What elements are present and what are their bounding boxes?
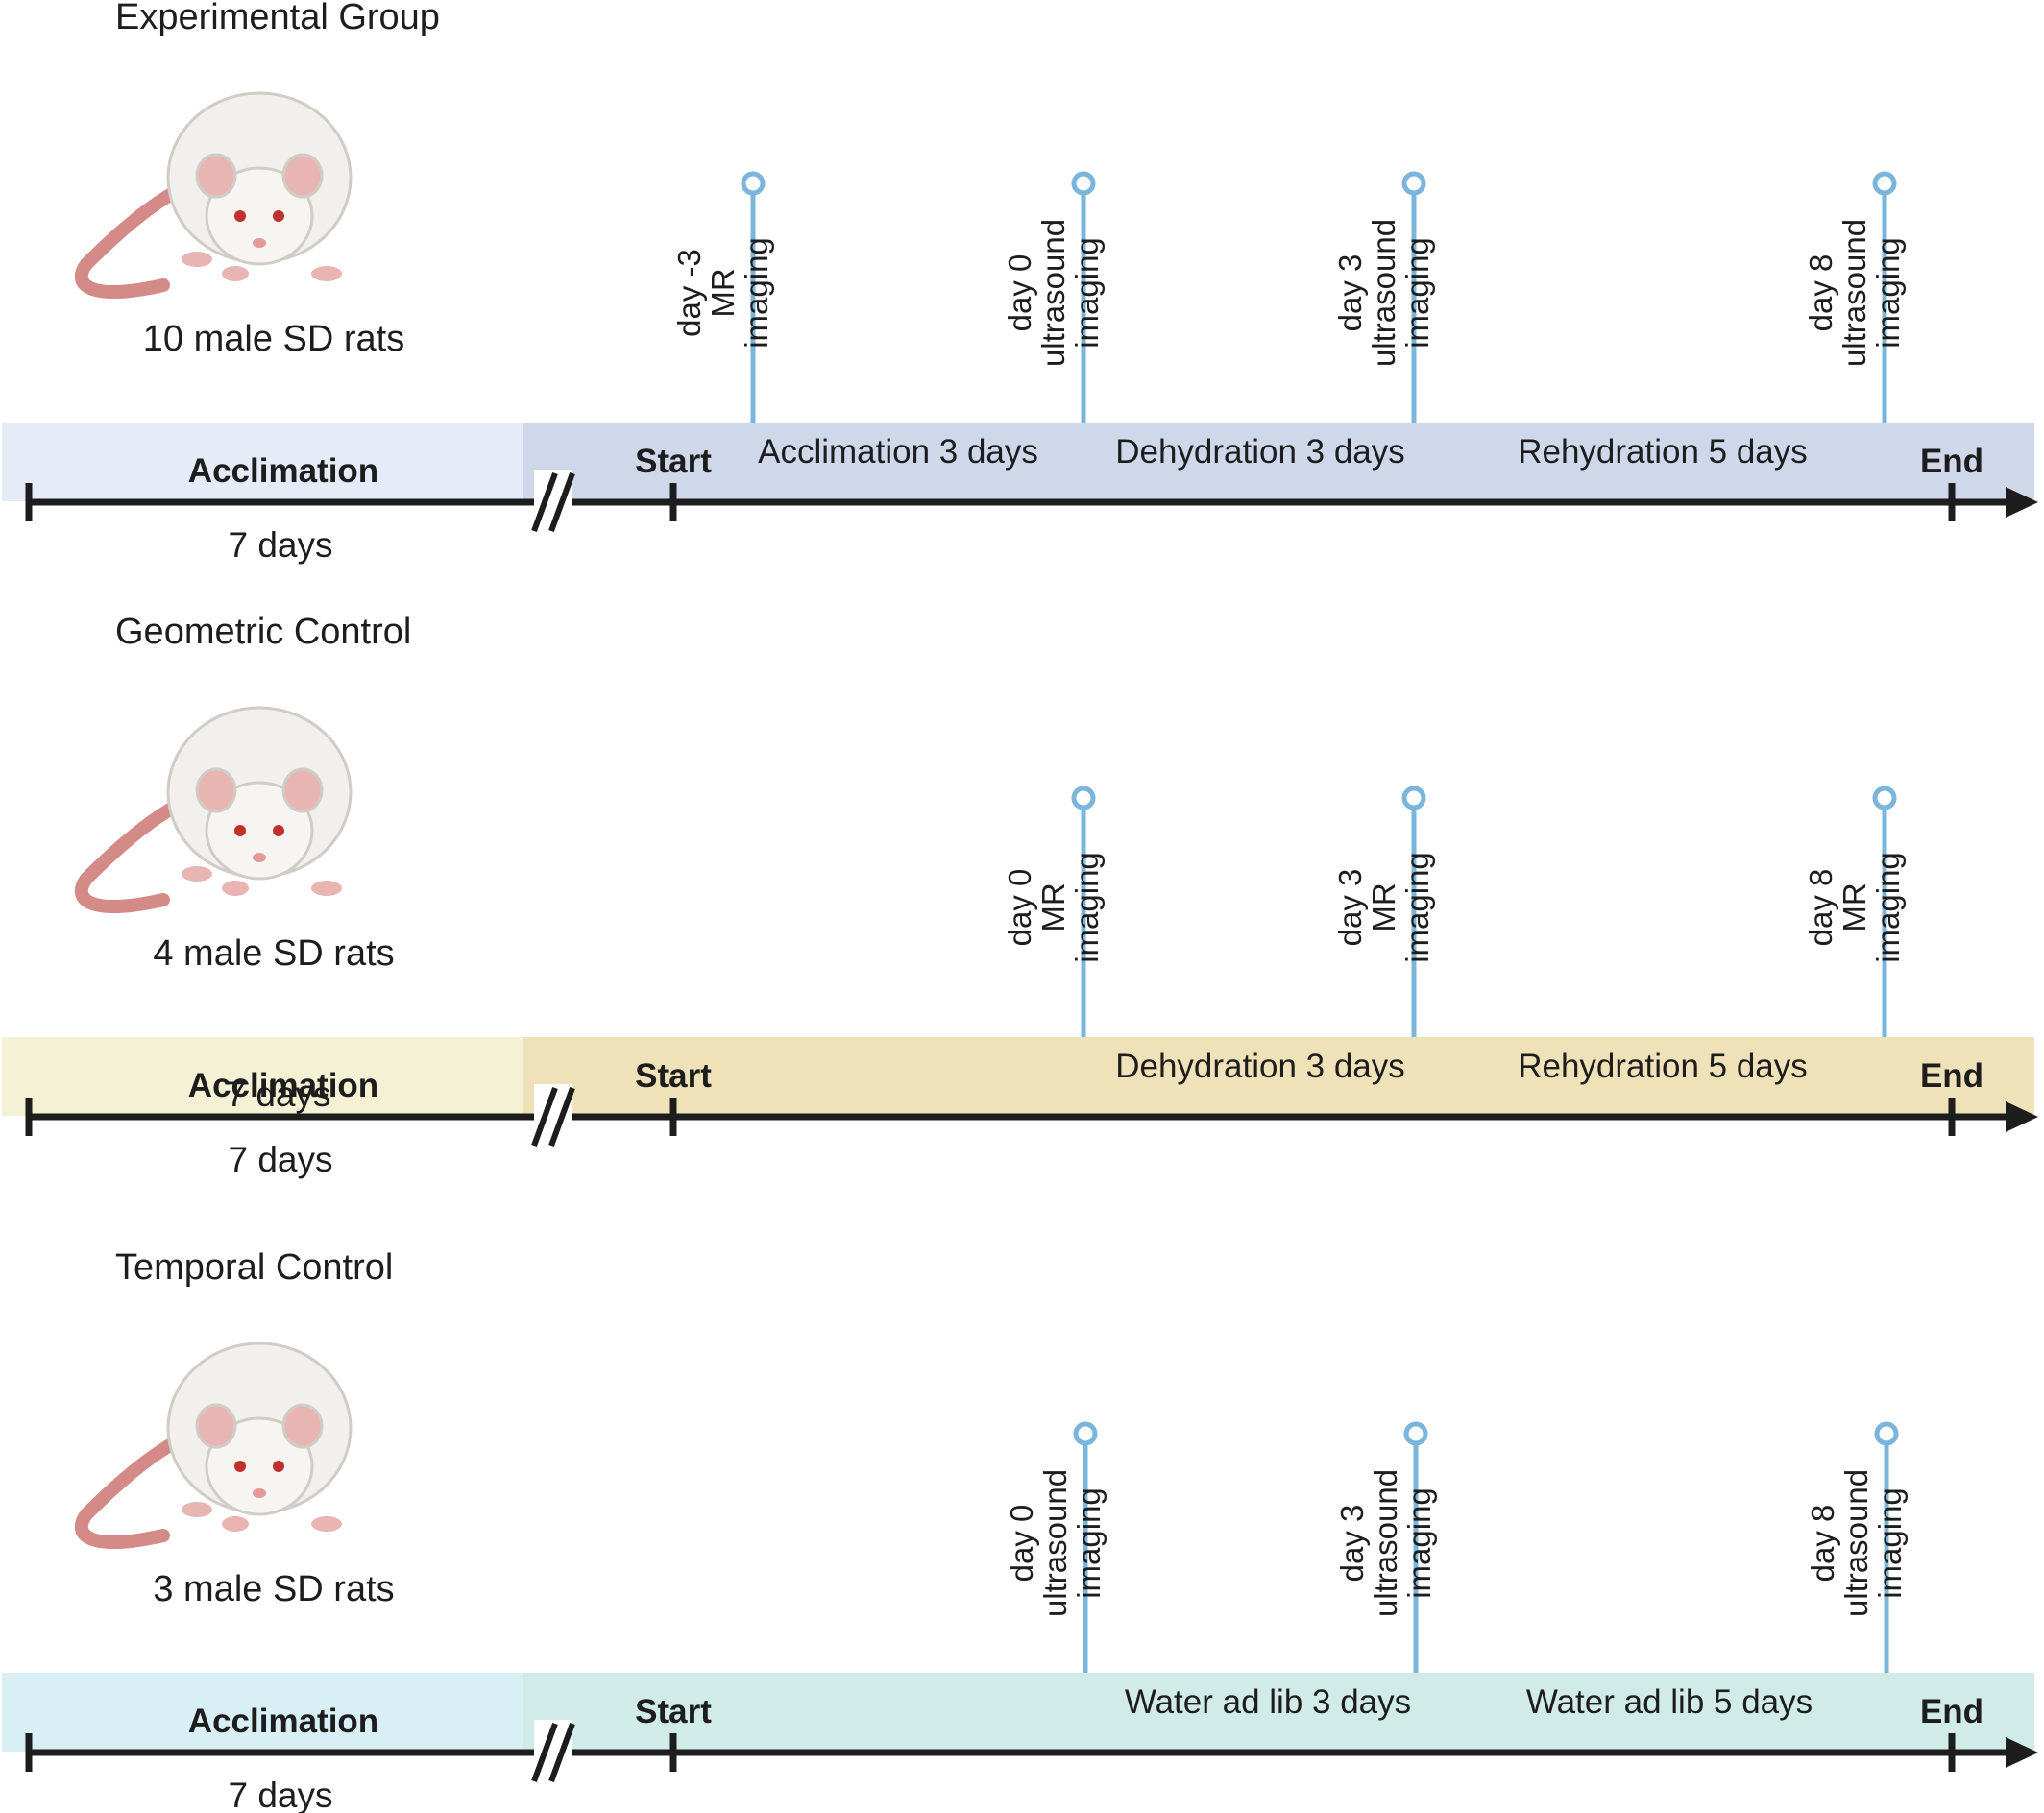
event-marker <box>1071 171 1096 196</box>
acclimation-days-overlap: 7 days <box>226 1075 330 1114</box>
break-mark <box>531 1086 558 1148</box>
event-label-line: imaging <box>1870 237 1906 349</box>
event-label-line: MR <box>1837 882 1872 931</box>
event-label-line: imaging <box>1069 852 1105 963</box>
event-label-line: day 0 <box>1004 1505 1039 1583</box>
event-label-line: imaging <box>1399 237 1435 349</box>
event-label-line: MR <box>1035 882 1071 931</box>
event-label-line: imaging <box>1401 1487 1437 1599</box>
study-bar <box>523 1673 2034 1752</box>
event-marker <box>1401 786 1426 810</box>
event-label-line: day 3 <box>1334 1505 1370 1583</box>
subject-count: 3 male SD rats <box>153 1569 394 1609</box>
group-title: Geometric Control <box>115 612 411 652</box>
event-label-line: MR <box>1366 882 1401 931</box>
group-2: Geometric Control 4 male SD ratsAcclimati… <box>2 612 2038 1179</box>
break-mark <box>548 1086 575 1148</box>
event-label-line: imaging <box>739 237 774 349</box>
event-label-line: day 3 <box>1332 254 1368 332</box>
acclimation-bar <box>2 1037 523 1116</box>
timeline-arrow <box>2006 1737 2038 1768</box>
event-label-line: day 8 <box>1805 1505 1840 1583</box>
group-1: Experimental Group 10 male SD ratsAcclima… <box>2 0 2038 565</box>
event-marker <box>1073 1421 1098 1446</box>
rat-icon <box>82 93 351 292</box>
acclimation-days: 7 days <box>228 525 332 565</box>
event-label-line: day 8 <box>1803 254 1838 332</box>
event-label-line: imaging <box>1069 237 1105 349</box>
event-marker <box>1403 1421 1428 1446</box>
timeline-arrow <box>2006 487 2038 518</box>
event-marker <box>1874 1421 1899 1446</box>
subject-count: 4 male SD rats <box>153 933 394 974</box>
break-mark <box>531 1722 558 1783</box>
end-label: End <box>1920 1693 1983 1730</box>
event-label-line: day 8 <box>1803 869 1838 947</box>
group-3: Temporal Control 3 male SD ratsAcclimatio… <box>2 1247 2038 1813</box>
study-bar <box>523 1037 2034 1116</box>
end-label: End <box>1920 443 1983 480</box>
event-label-line: ultrasound <box>1837 219 1872 367</box>
break-mark <box>548 471 575 533</box>
phase-label: Acclimation 3 days <box>758 433 1038 471</box>
phase-label: Water ad lib 3 days <box>1125 1683 1411 1721</box>
event-label-line: ultrasound <box>1366 219 1401 367</box>
event-label-line: ultrasound <box>1368 1469 1403 1617</box>
event-label-line: day 0 <box>1002 869 1037 947</box>
start-label: Start <box>635 1057 712 1095</box>
event-label-line: day 3 <box>1332 869 1368 947</box>
start-label: Start <box>635 443 712 480</box>
event-label-line: day -3 <box>671 249 707 337</box>
event-label-line: ultrasound <box>1037 1469 1073 1617</box>
acclimation-bar <box>2 1673 523 1752</box>
acclimation-days: 7 days <box>228 1140 332 1179</box>
event-label-line: imaging <box>1872 1487 1908 1599</box>
acclimation-bar <box>2 423 523 501</box>
acclimation-days: 7 days <box>228 1776 332 1813</box>
event-marker <box>741 171 766 196</box>
event-marker <box>1401 171 1426 196</box>
rat-icon <box>82 708 351 906</box>
phase-label: Dehydration 3 days <box>1115 433 1405 471</box>
event-label-line: imaging <box>1071 1487 1107 1599</box>
study-bar <box>523 423 2034 501</box>
start-label: Start <box>635 1693 712 1730</box>
phase-label: Dehydration 3 days <box>1115 1048 1405 1085</box>
phase-label: Rehydration 5 days <box>1518 433 1808 471</box>
event-label-line: MR <box>705 268 741 317</box>
rat-icon <box>82 1343 351 1542</box>
event-label-line: ultrasound <box>1838 1469 1874 1617</box>
end-label: End <box>1920 1057 1983 1095</box>
acclimation-label: Acclimation <box>188 1067 378 1104</box>
group-title: Temporal Control <box>115 1247 393 1288</box>
event-label-line: day 0 <box>1002 254 1037 332</box>
event-marker <box>1071 786 1096 810</box>
acclimation-label: Acclimation <box>188 452 378 490</box>
phase-label: Rehydration 5 days <box>1518 1048 1808 1085</box>
event-label-line: imaging <box>1399 852 1435 963</box>
event-marker <box>1872 171 1897 196</box>
phase-label: Water ad lib 5 days <box>1526 1683 1813 1721</box>
timeline-arrow <box>2006 1101 2038 1132</box>
event-marker <box>1872 786 1897 810</box>
break-mark <box>531 471 558 533</box>
break-mark <box>548 1722 575 1783</box>
acclimation-label: Acclimation <box>188 1703 378 1740</box>
event-label-line: imaging <box>1870 852 1906 963</box>
subject-count: 10 male SD rats <box>143 319 404 359</box>
group-title: Experimental Group <box>115 0 440 37</box>
event-label-line: ultrasound <box>1035 219 1071 367</box>
